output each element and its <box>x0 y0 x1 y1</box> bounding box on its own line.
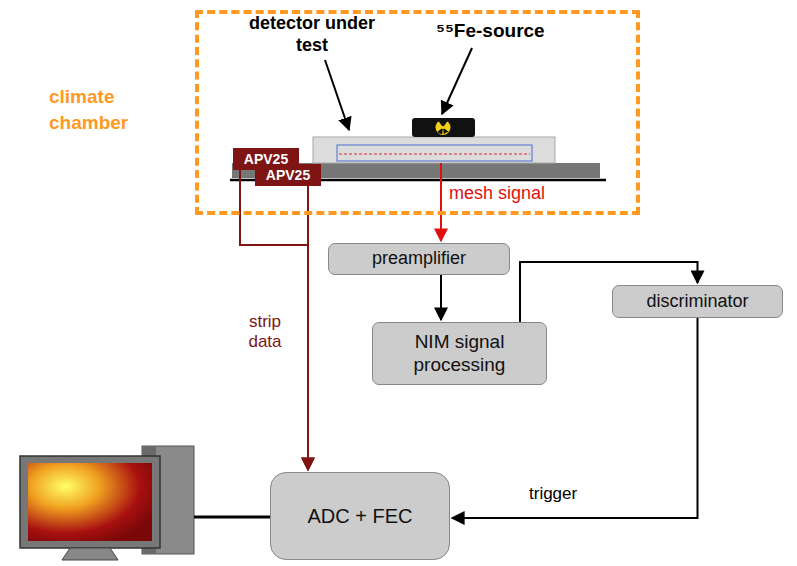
node-text: discriminator <box>646 291 748 313</box>
edge-label: strip data <box>232 312 298 352</box>
edge-label: trigger <box>527 484 601 504</box>
radiation-trefoil <box>437 119 450 135</box>
signal-connector <box>307 186 309 470</box>
mesh-line <box>339 154 530 155</box>
radiation-symbol <box>436 120 451 135</box>
node-text: APV25 <box>266 167 310 183</box>
monitor-screen <box>28 463 152 541</box>
pointer-arrow <box>325 60 349 130</box>
signal-label: mesh signal <box>449 183 599 204</box>
signal-connector <box>440 275 442 320</box>
source-capsule <box>412 118 475 137</box>
node-text: preamplifier <box>372 248 466 270</box>
pointer-arrow <box>442 48 472 114</box>
monitor-stand <box>62 548 118 560</box>
process-box: NIM signal processing <box>372 322 547 385</box>
mesh-signal-line <box>440 163 442 241</box>
detector-body <box>313 137 555 163</box>
node-text: ADC + FEC <box>307 504 412 528</box>
drift-region <box>337 145 532 161</box>
node-text: climate chamber <box>49 84 179 136</box>
chip-box: APV25 <box>255 164 321 186</box>
component-label: detector under test <box>242 12 382 56</box>
process-box: discriminator <box>612 285 783 318</box>
component-label: ⁵⁵Fe-source <box>436 20 606 42</box>
process-box: preamplifier <box>328 243 510 275</box>
process-box: ADC + FEC <box>270 472 450 560</box>
climate-chamber: climate chamberAPV25APV25 <box>195 10 640 215</box>
monitor-bezel <box>20 456 160 548</box>
node-text: NIM signal processing <box>381 331 538 377</box>
computer-cable <box>194 516 270 519</box>
